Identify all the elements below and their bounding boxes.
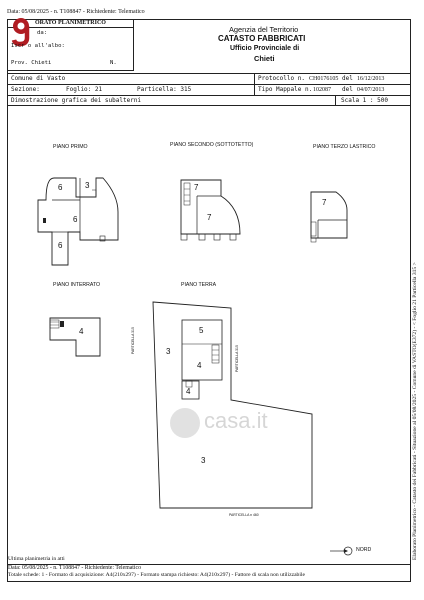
info-scale-divider bbox=[335, 95, 336, 105]
header-row-da: da: bbox=[37, 30, 48, 36]
scale-label: Scala 1 : 500 bbox=[341, 97, 388, 104]
protocollo-date: 16/12/2013 bbox=[357, 76, 385, 82]
header-left-divider bbox=[7, 27, 134, 28]
dimostrazione-grafica: Dimostrazione grafica dei subalterni bbox=[11, 97, 142, 104]
watermark-logo bbox=[170, 408, 200, 438]
room-terzo-7: 7 bbox=[322, 198, 327, 207]
header-row-albo: Iscr o all'albo: bbox=[11, 43, 65, 49]
catasto-title: CATASTO FABBRICATI bbox=[218, 34, 306, 43]
info-sezione: Sezione: bbox=[11, 86, 40, 93]
stamp-top: Data: 05/08/2025 - n. T108847 - Richiede… bbox=[7, 9, 145, 15]
room-secondo-7a: 7 bbox=[194, 183, 199, 192]
room-primo-6c: 6 bbox=[58, 241, 63, 250]
info-foglio: Foglio: 21 bbox=[66, 86, 103, 93]
tipo-del: del bbox=[342, 86, 353, 93]
header-row-n: N. bbox=[110, 60, 117, 66]
protocollo-label: Protocollo n. bbox=[258, 75, 305, 82]
floor-title-terzo: PIANO TERZO LASTRICO bbox=[313, 144, 376, 150]
floor-title-terra: PIANO TERRA bbox=[181, 282, 217, 288]
stamp-bottom: Data: 05/08/2025 - n. T108847 - Richiede… bbox=[8, 565, 141, 571]
room-terra-3a: 3 bbox=[166, 347, 171, 356]
tipo-date: 04/07/2013 bbox=[357, 87, 385, 93]
info-bottom-line bbox=[7, 105, 411, 106]
footer-totale: Totale schede: 1 - Formato di acquisizio… bbox=[8, 572, 305, 578]
logo-mark bbox=[10, 16, 32, 47]
room-terra-4b: 4 bbox=[186, 387, 191, 396]
info-low-line bbox=[7, 95, 411, 96]
room-secondo-7b: 7 bbox=[207, 213, 212, 222]
tipo-label: Tipo Mappale n. bbox=[258, 86, 313, 93]
header-left-box bbox=[7, 19, 134, 71]
info-mid-line bbox=[7, 84, 411, 85]
room-primo-6b: 6 bbox=[73, 215, 78, 224]
room-primo-6a: 6 bbox=[58, 183, 63, 192]
tipo-value: 102087 bbox=[313, 87, 331, 93]
footer-separator bbox=[7, 564, 411, 565]
room-terra-4a: 4 bbox=[197, 361, 202, 370]
info-particella: Particella: 315 bbox=[137, 86, 192, 93]
footer-ultima: Ultima planimetria in atti bbox=[8, 556, 65, 562]
document-frame bbox=[7, 19, 411, 582]
room-interrato-4: 4 bbox=[79, 327, 84, 336]
floor-title-secondo: PIANO SECONDO (SOTTOTETTO) bbox=[170, 142, 254, 148]
watermark-text: casa.it bbox=[204, 408, 268, 433]
info-top-line bbox=[7, 73, 411, 74]
north-label: NORD bbox=[356, 547, 372, 553]
header-title-box: ORATO PLANIMETRICO bbox=[35, 20, 106, 26]
info-comune: Comune di Vasto bbox=[11, 75, 66, 82]
protocollo-del: del bbox=[342, 75, 353, 82]
floor-title-primo: PIANO PRIMO bbox=[53, 144, 88, 150]
protocollo-value: CH0176105 bbox=[309, 76, 339, 82]
room-terra-5: 5 bbox=[199, 326, 204, 335]
office-name: Ufficio Provinciale di bbox=[230, 45, 300, 52]
agency-name: Agenzia del Territorio bbox=[229, 25, 299, 34]
room-primo-3: 3 bbox=[85, 181, 90, 190]
office-city: Chieti bbox=[254, 54, 275, 63]
room-terra-3b: 3 bbox=[201, 456, 206, 465]
floor-title-interrato: PIANO INTERRATO bbox=[53, 282, 101, 288]
parcel-label-bottom: PARTICELLA n 460 bbox=[229, 513, 259, 517]
header-row-prov: Prov. Chieti bbox=[11, 60, 52, 66]
side-note: Elaborato Planimetrico - Catasto dei Fab… bbox=[412, 262, 418, 560]
info-col-divider bbox=[254, 73, 255, 95]
